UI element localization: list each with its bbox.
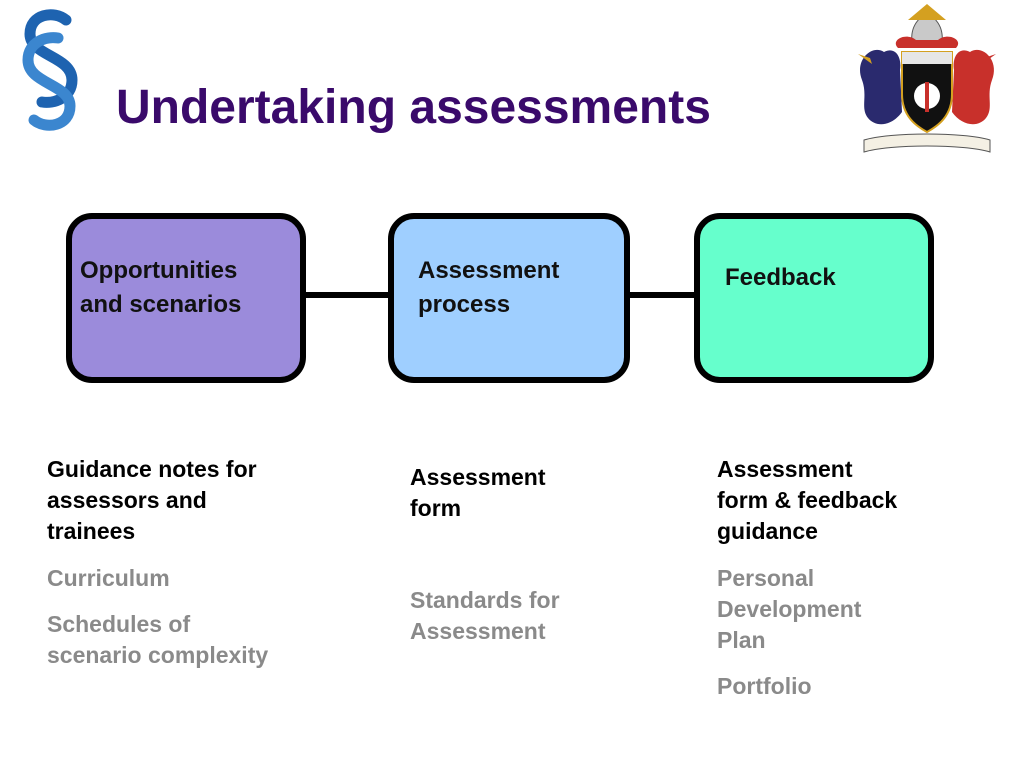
- box-assessment-process: [388, 213, 630, 383]
- text-line: Curriculum: [47, 565, 170, 591]
- text-line: guidance: [717, 518, 818, 544]
- text-line: assessors and: [47, 487, 207, 513]
- column-secondary-text: Personal Development Plan: [717, 563, 897, 656]
- text-line: Guidance notes for: [47, 456, 257, 482]
- box-label-line: Feedback: [725, 264, 836, 291]
- column-secondary-text: Curriculum: [47, 563, 268, 594]
- text-line: trainees: [47, 518, 136, 544]
- box-opportunities: [66, 213, 306, 383]
- column-feedback: Assessment form & feedback guidance Pers…: [717, 454, 897, 702]
- text-line: scenario complexity: [47, 642, 269, 668]
- text-line: Assessment: [410, 464, 546, 490]
- text-line: Standards for: [410, 587, 560, 613]
- section-sign-logo-icon: [14, 6, 86, 134]
- page-title: Undertaking assessments: [116, 81, 711, 134]
- text-line: form: [410, 495, 462, 521]
- box-feedback: [694, 213, 934, 383]
- text-line: Development: [717, 596, 862, 622]
- text-line: Assessment: [410, 618, 546, 644]
- connector-line: [302, 292, 394, 298]
- text-line: Assessment: [717, 456, 853, 482]
- connector-line: [624, 292, 700, 298]
- column-secondary-text: Schedules of scenario complexity: [47, 609, 268, 671]
- column-primary-text: Assessment form & feedback guidance: [717, 454, 897, 547]
- column-secondary-text: Standards for Assessment: [410, 585, 560, 647]
- coat-of-arms-crest-icon: [850, 2, 1004, 162]
- column-primary-text: Guidance notes for assessors and trainee…: [47, 454, 268, 547]
- text-line: Portfolio: [717, 673, 812, 699]
- column-assessment-process: Assessment form Standards for Assessment: [410, 462, 560, 647]
- box-label-line: Assessment: [418, 257, 560, 284]
- box-assessment-process-label: Assessment process: [418, 254, 559, 322]
- box-feedback-label: Feedback: [725, 261, 836, 295]
- text-line: Plan: [717, 627, 766, 653]
- box-label-line: and scenarios: [80, 291, 242, 318]
- box-label-line: process: [418, 291, 511, 318]
- column-primary-text: Assessment form: [410, 462, 560, 524]
- box-opportunities-label: Opportunities and scenarios: [80, 254, 241, 322]
- text-line: form & feedback: [717, 487, 898, 513]
- column-secondary-text: Portfolio: [717, 671, 897, 702]
- column-opportunities: Guidance notes for assessors and trainee…: [47, 454, 268, 671]
- box-label-line: Opportunities: [80, 257, 238, 284]
- text-line: Schedules of: [47, 611, 191, 637]
- text-line: Personal: [717, 565, 815, 591]
